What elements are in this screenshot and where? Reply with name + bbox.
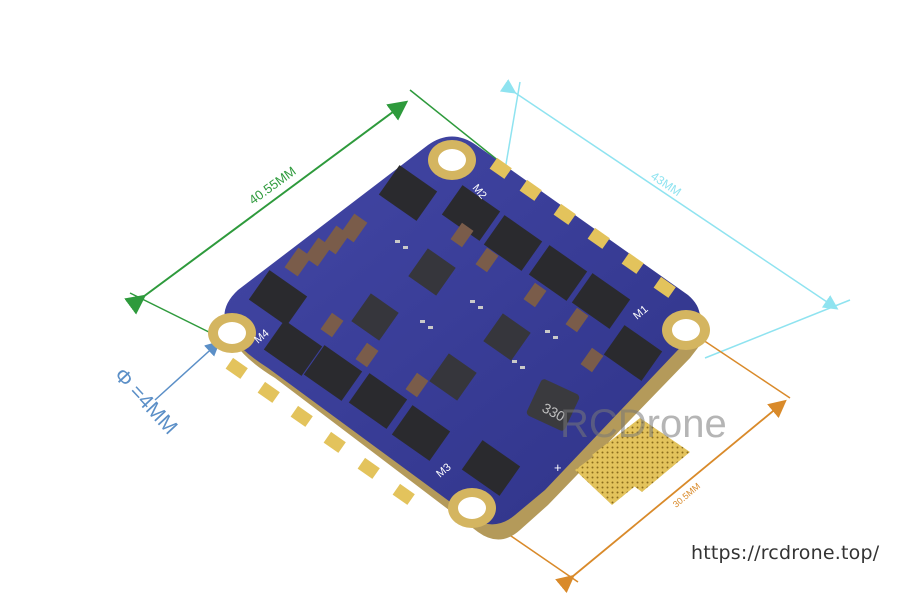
- mounting-hole-bottom: [448, 488, 496, 528]
- controller-ics: [351, 248, 531, 401]
- dimension-hole-diameter: Φ =4MM: [109, 340, 221, 439]
- dimension-label-diameter: Φ =4MM: [109, 364, 181, 439]
- mosfet-chips: [248, 165, 663, 496]
- power-pad: [575, 418, 690, 505]
- inductor: 330: [526, 379, 580, 431]
- passive-components: [395, 240, 558, 369]
- solder-pads-bottom-left: [225, 357, 415, 505]
- mounting-hole-right: [662, 310, 710, 350]
- capacitors: [284, 213, 604, 398]
- watermark-text: RCDrone: [560, 402, 727, 446]
- mounting-hole-left: [208, 313, 256, 353]
- solder-pads-top-right: [489, 157, 676, 298]
- esc-board: 330 M1 M2 M3 M4 +: [208, 136, 710, 540]
- dimension-label-30-5: 30.5MM: [671, 481, 702, 510]
- mounting-hole-top: [428, 140, 476, 180]
- source-url: https://rcdrone.top/: [691, 542, 880, 564]
- board-label-plus: +: [554, 460, 562, 475]
